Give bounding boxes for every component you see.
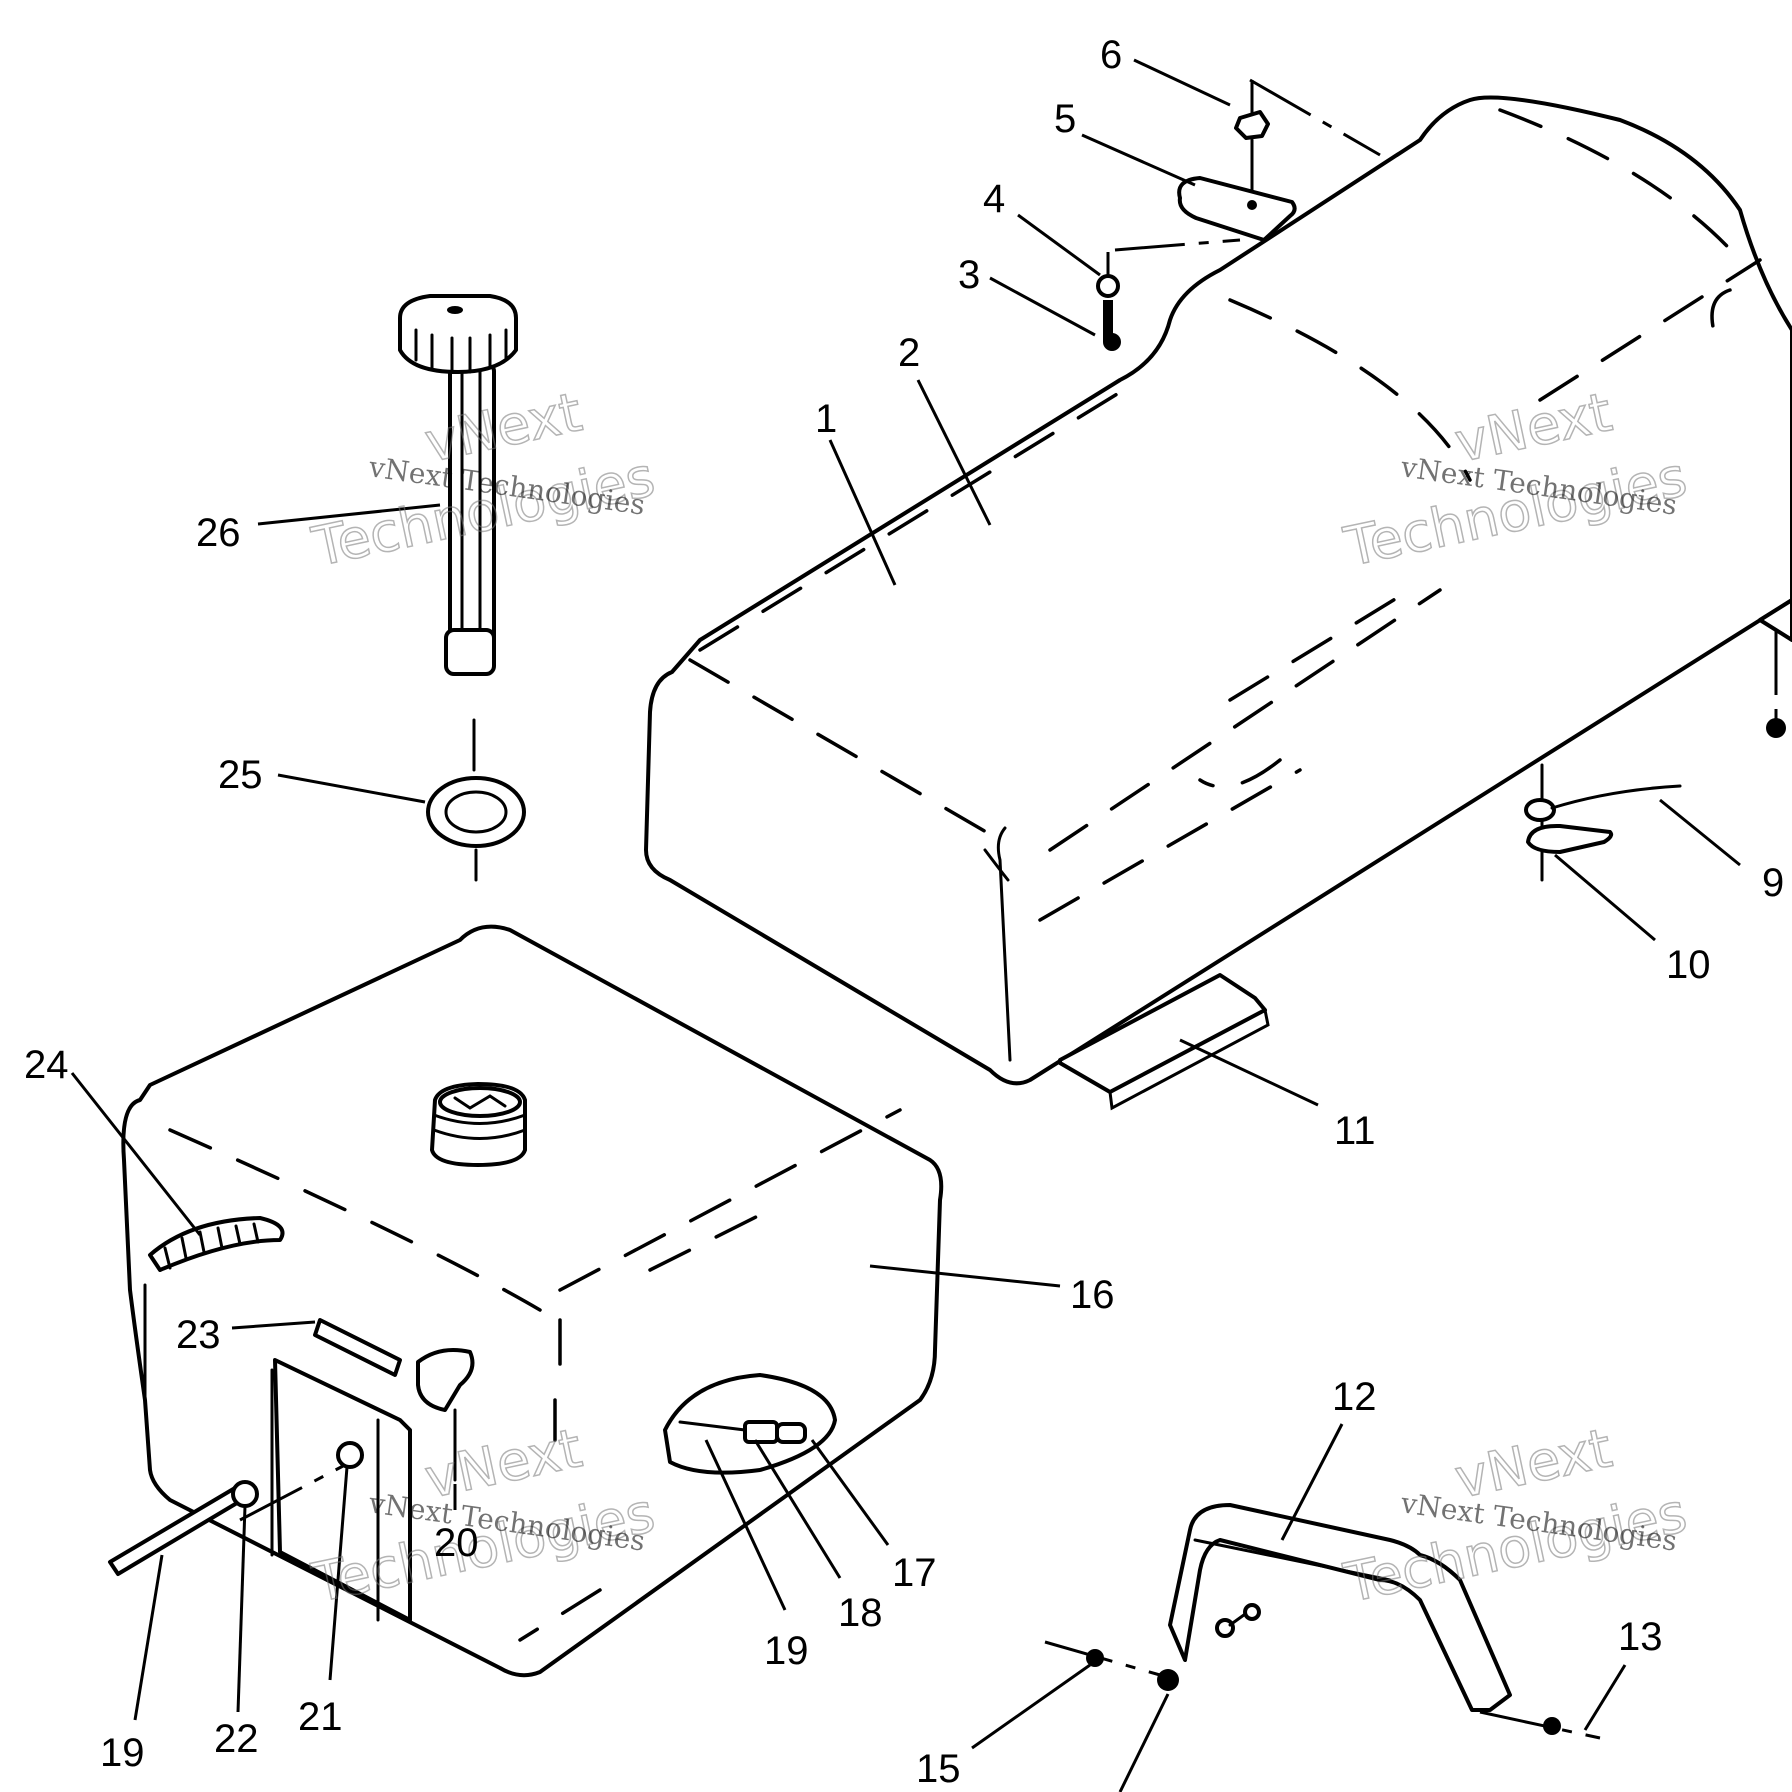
callout-22: 22 xyxy=(214,1717,259,1761)
callout-26: 26 xyxy=(196,511,241,555)
nut-14 xyxy=(1157,1669,1179,1691)
callout-3: 3 xyxy=(958,253,980,297)
callout-6: 6 xyxy=(1100,33,1122,77)
callout-labels: 1 2 3 4 5 6 9 10 11 12 13 15 16 17 18 19… xyxy=(24,33,1784,1791)
latch-hardware xyxy=(1524,598,1792,882)
callout-4: 4 xyxy=(983,177,1005,221)
panel-20 xyxy=(273,1358,412,1622)
seat xyxy=(644,95,1792,1086)
watermarks: Technologies vNext vNext Technologies Te… xyxy=(306,380,1693,1616)
callout-12: 12 xyxy=(1332,1375,1377,1419)
callout-19b: 19 xyxy=(764,1629,809,1673)
seat-hardware xyxy=(1096,78,1381,351)
callout-5: 5 xyxy=(1054,97,1076,141)
callout-17: 17 xyxy=(892,1551,937,1595)
callout-13: 13 xyxy=(1618,1615,1663,1659)
callout-24: 24 xyxy=(24,1043,69,1087)
callout-1: 1 xyxy=(815,397,837,441)
bolt-3 xyxy=(1103,333,1121,351)
washer-4 xyxy=(1096,274,1120,298)
callout-2: 2 xyxy=(898,331,920,375)
tank-strap xyxy=(1044,1503,1601,1740)
fuel-cap-dipstick xyxy=(398,294,526,1090)
callout-16: 16 xyxy=(1070,1273,1115,1317)
callout-10: 10 xyxy=(1666,943,1711,987)
nut-13 xyxy=(1543,1717,1561,1735)
callout-9: 9 xyxy=(1762,861,1784,905)
gasket-25 xyxy=(426,776,526,848)
bracket-5 xyxy=(1177,176,1297,242)
callout-15: 15 xyxy=(916,1747,961,1791)
callout-19a: 19 xyxy=(100,1731,145,1775)
callout-23: 23 xyxy=(176,1313,221,1357)
fitting-23 xyxy=(313,1318,402,1377)
clip-10 xyxy=(1526,823,1614,854)
seat-pad xyxy=(1058,973,1270,1111)
callout-25: 25 xyxy=(218,753,263,797)
leader-lines xyxy=(70,58,1741,1792)
callout-18: 18 xyxy=(838,1591,883,1635)
ring-9 xyxy=(1524,798,1556,822)
washer-15 xyxy=(1086,1649,1104,1667)
callout-20: 20 xyxy=(434,1521,479,1565)
callout-21: 21 xyxy=(298,1695,343,1739)
fuel-tank xyxy=(108,924,944,1678)
nut-6 xyxy=(1234,110,1270,140)
callout-11: 11 xyxy=(1334,1109,1376,1153)
